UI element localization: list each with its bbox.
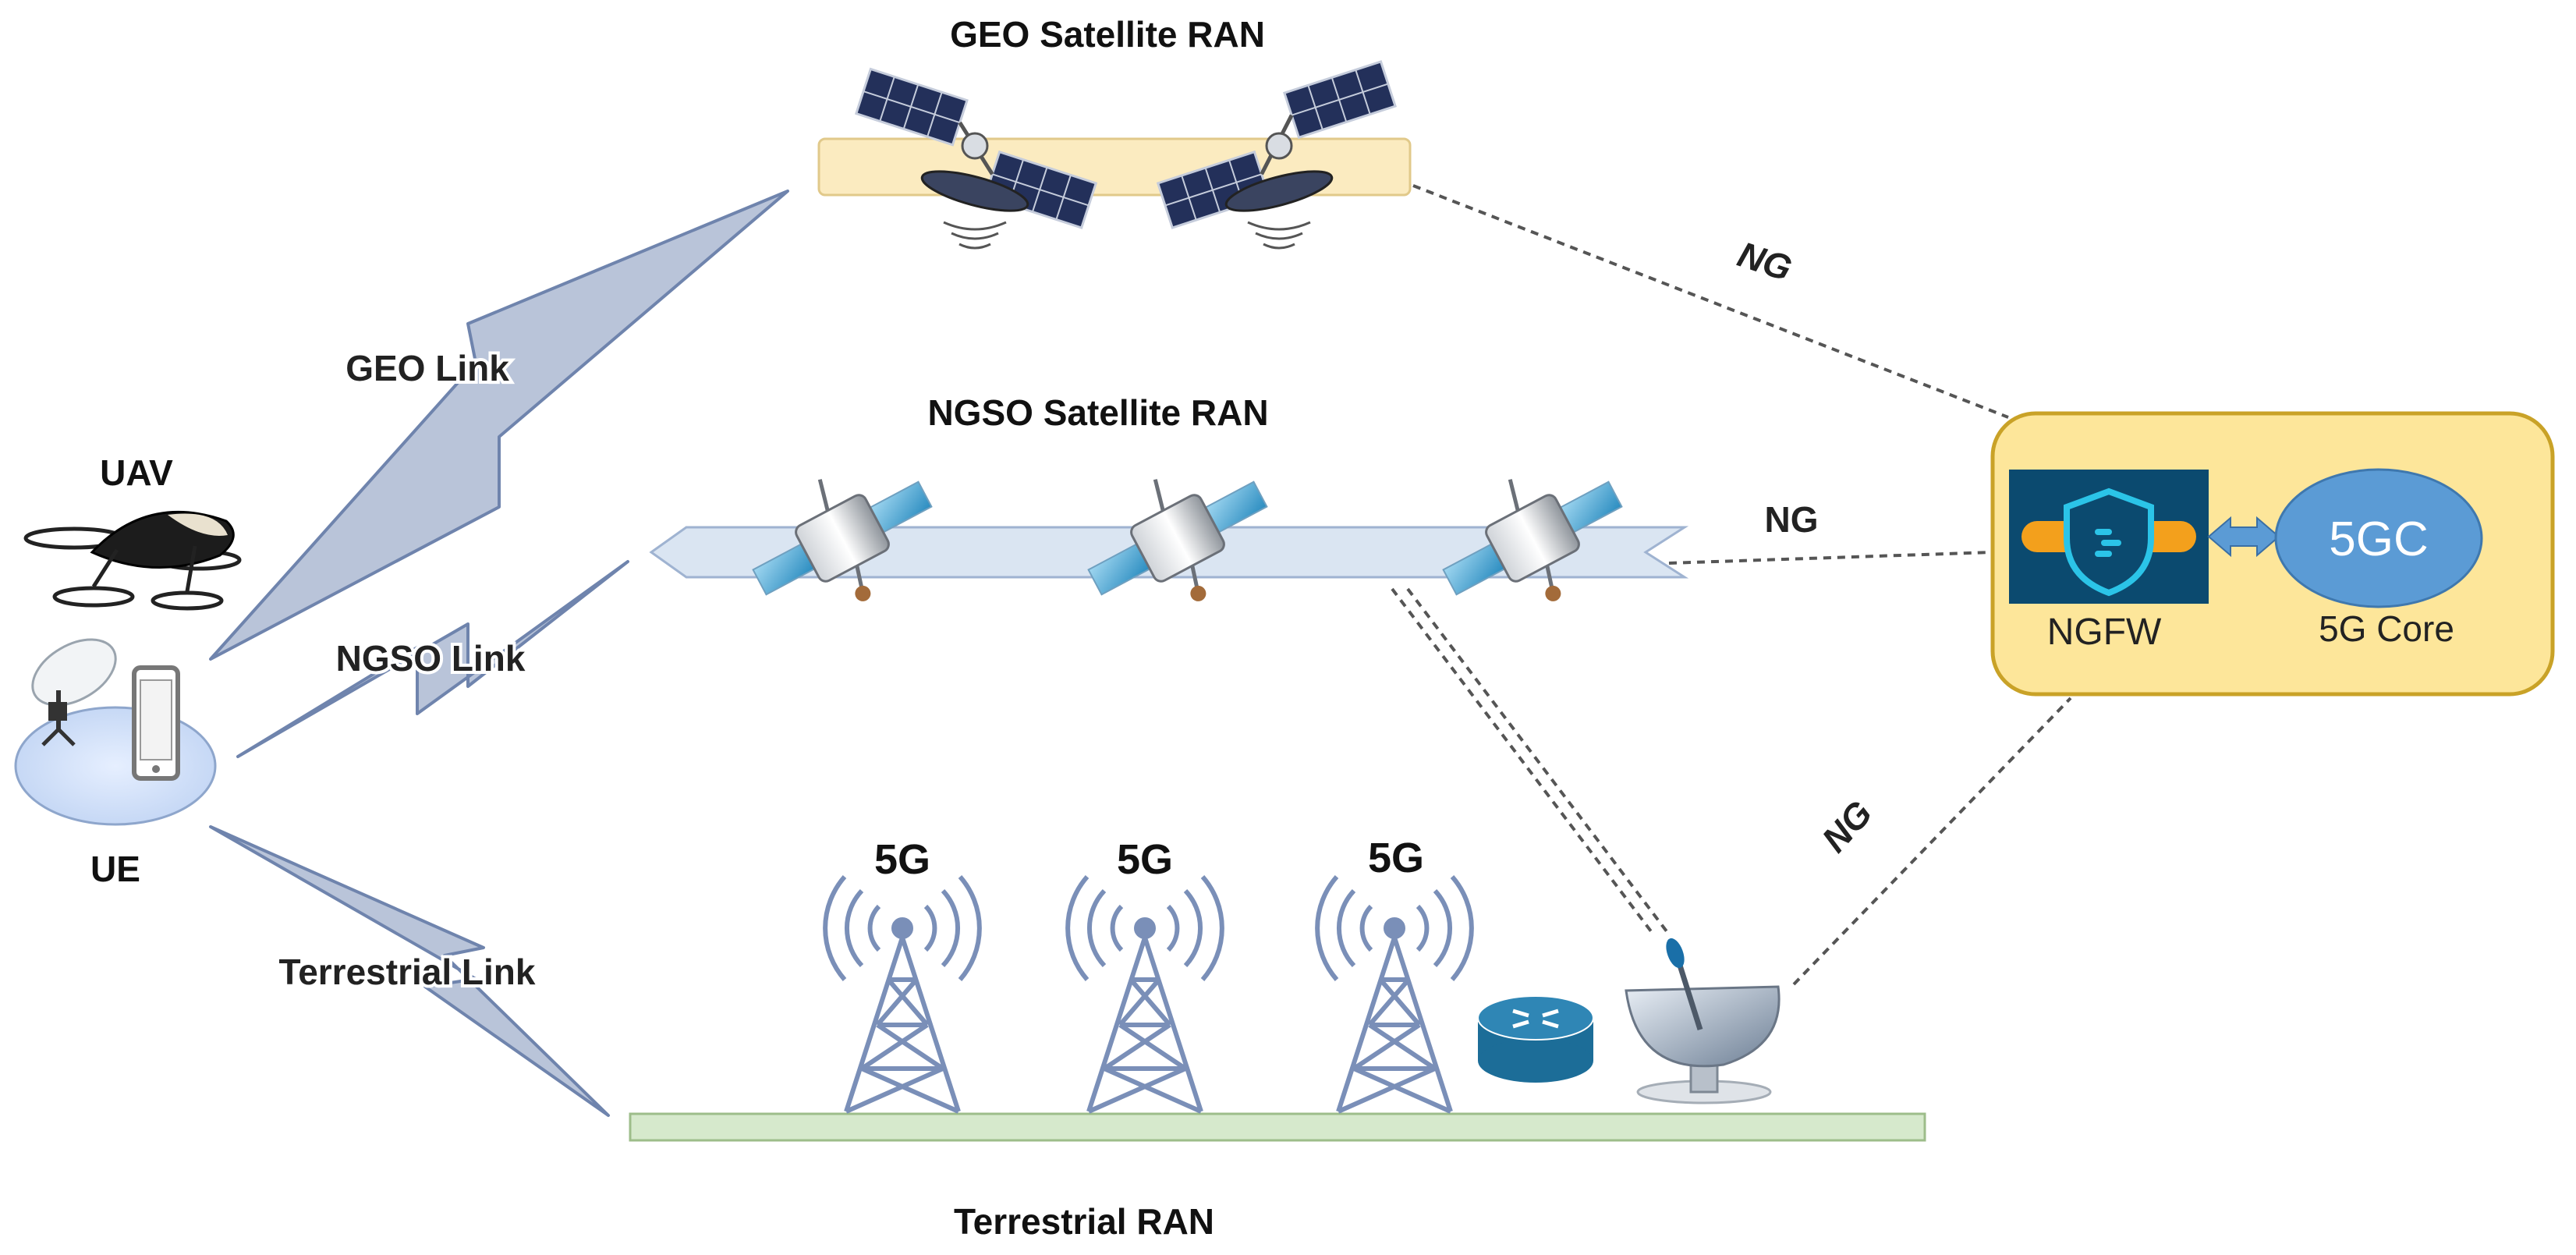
geo-link-label: GEO Link <box>345 348 509 388</box>
feeder-link-line-1 <box>1391 587 1655 936</box>
ng-connections <box>1391 184 2072 986</box>
ngso-satellite-icon-1 <box>752 479 933 601</box>
satellite-dish-terminal-icon <box>31 638 117 746</box>
cell-tower-icon-1 <box>823 875 982 1114</box>
ngso-satellite-icon-2 <box>1087 479 1268 601</box>
ngso-link-lightning <box>236 560 629 758</box>
geo-link-lightning <box>209 190 789 661</box>
uav-label: UAV <box>100 452 173 493</box>
tower-2-label: 5G <box>1117 836 1173 883</box>
smartphone-icon <box>132 665 180 781</box>
ng-line-ngso <box>1668 551 1993 565</box>
ue-label: UE <box>90 849 140 889</box>
terrestrial-ran-band <box>629 1112 1926 1142</box>
terrestrial-ran-label: Terrestrial RAN <box>954 1201 1214 1242</box>
cell-tower-icon-2 <box>1065 875 1224 1114</box>
gateway-dish-icon <box>1625 938 1781 1104</box>
ngso-link-label: NGSO Link <box>336 638 526 679</box>
terrestrial-link-lightning <box>209 825 610 1117</box>
tower-3-label: 5G <box>1368 835 1424 881</box>
cell-tower-icon-3 <box>1315 875 1474 1114</box>
ng-label-geo: NG <box>1733 233 1797 289</box>
router-icon <box>1477 995 1594 1083</box>
ue-coverage-area <box>14 706 217 826</box>
tower-1-label: 5G <box>874 836 930 883</box>
ng-label-ngso: NG <box>1765 499 1819 540</box>
ngso-ran-label: NGSO Satellite RAN <box>927 392 1268 433</box>
5g-core-node <box>2274 468 2483 608</box>
ng-line-geo <box>1412 184 2009 419</box>
geo-ran-label: GEO Satellite RAN <box>950 14 1265 55</box>
feeder-link-line-2 <box>1406 587 1671 936</box>
geo-satellite-icon-2 <box>1156 60 1397 250</box>
geo-satellite-icon-1 <box>854 67 1098 250</box>
uav-icon <box>23 510 242 611</box>
ng-line-gateway <box>1792 697 2072 986</box>
terrestrial-link-label: Terrestrial Link <box>279 952 536 992</box>
ngfw-label: NGFW <box>2047 612 2162 653</box>
5g-core-label: 5G Core <box>2319 608 2454 649</box>
ngfw-icon <box>2009 470 2209 604</box>
5gc-symbol-label: 5GC <box>2329 512 2428 566</box>
ngso-satellite-icon-3 <box>1442 479 1623 601</box>
ng-label-gateway: NG <box>1814 792 1880 860</box>
